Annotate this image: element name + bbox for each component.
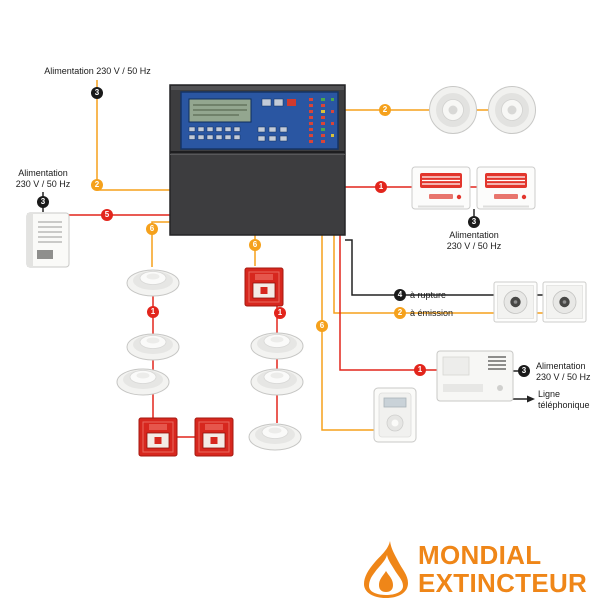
control-panel [169,84,346,236]
technical-detector [373,387,417,443]
call-point-3 [194,417,234,457]
badge-3-sounders: 3 [468,216,480,228]
badge-6-column2: 6 [249,239,261,251]
label-power-sounders-line2: 230 V / 50 Hz [446,241,502,251]
label-phone-line: Ligne téléphonique [538,389,590,411]
panel-leds [309,98,334,143]
black-wires [42,192,543,400]
badge-2-left: 2 [91,179,103,191]
badge-1-sounders: 1 [375,181,387,193]
badge-5-left: 5 [101,209,113,221]
speaker-1 [493,281,538,323]
badge-3-left-power: 3 [37,196,49,208]
badge-4-rupture: 4 [394,289,406,301]
call-point-2 [138,417,178,457]
panel-red-button [287,99,296,106]
label-power-left-line1: Alimentation [18,168,68,178]
left-power-supply [26,212,70,268]
label-power-transmitter-line1: Alimentation [536,361,586,371]
sounder-2 [476,166,536,210]
label-power-sounders-line1: Alimentation [449,230,499,240]
smoke-detector-3 [116,368,170,396]
badge-1-transmitter: 1 [414,364,426,376]
sounder-1 [411,166,471,210]
badge-1-column1: 1 [147,306,159,318]
smoke-detector-5 [250,368,304,396]
siren-1 [429,86,477,134]
badge-6-column1: 6 [146,223,158,235]
label-power-left-line2: 230 V / 50 Hz [15,179,71,189]
label-power-transmitter-line2: 230 V / 50 Hz [536,372,591,382]
label-emission: à émission [410,308,454,318]
label-phone-line2: téléphonique [538,400,590,410]
smoke-detector-4 [250,332,304,360]
phone-line-arrow [527,395,535,403]
badge-2-emission: 2 [394,307,406,319]
phone-transmitter [436,350,514,402]
logo-flame-icon [360,541,412,600]
badge-3-top-power: 3 [91,87,103,99]
smoke-detector-2 [126,333,180,361]
call-point-1 [244,267,284,307]
panel-keypad [188,126,288,142]
badge-6-right: 6 [316,320,328,332]
label-rupture: à rupture [410,290,447,300]
logo-text: MONDIAL EXTINCTEUR [418,541,587,597]
label-phone-line1: Ligne [538,389,561,399]
badge-1-column2: 1 [274,307,286,319]
label-power-transmitter: Alimentation 230 V / 50 Hz [536,361,591,383]
badge-2-sirens: 2 [379,104,391,116]
label-power-top: Alimentation 230 V / 50 Hz [44,66,151,76]
logo-line2: EXTINCTEUR [418,568,588,598]
speaker-2 [542,281,587,323]
smoke-detector-1 [126,269,180,297]
badge-3-transmitter: 3 [518,365,530,377]
logo-line1: MONDIAL [418,540,542,570]
label-power-sounders: Alimentation 230 V / 50 Hz [424,230,524,252]
label-power-left: Alimentation 230 V / 50 Hz [6,168,80,190]
siren-2 [488,86,536,134]
smoke-detector-6 [248,423,302,451]
